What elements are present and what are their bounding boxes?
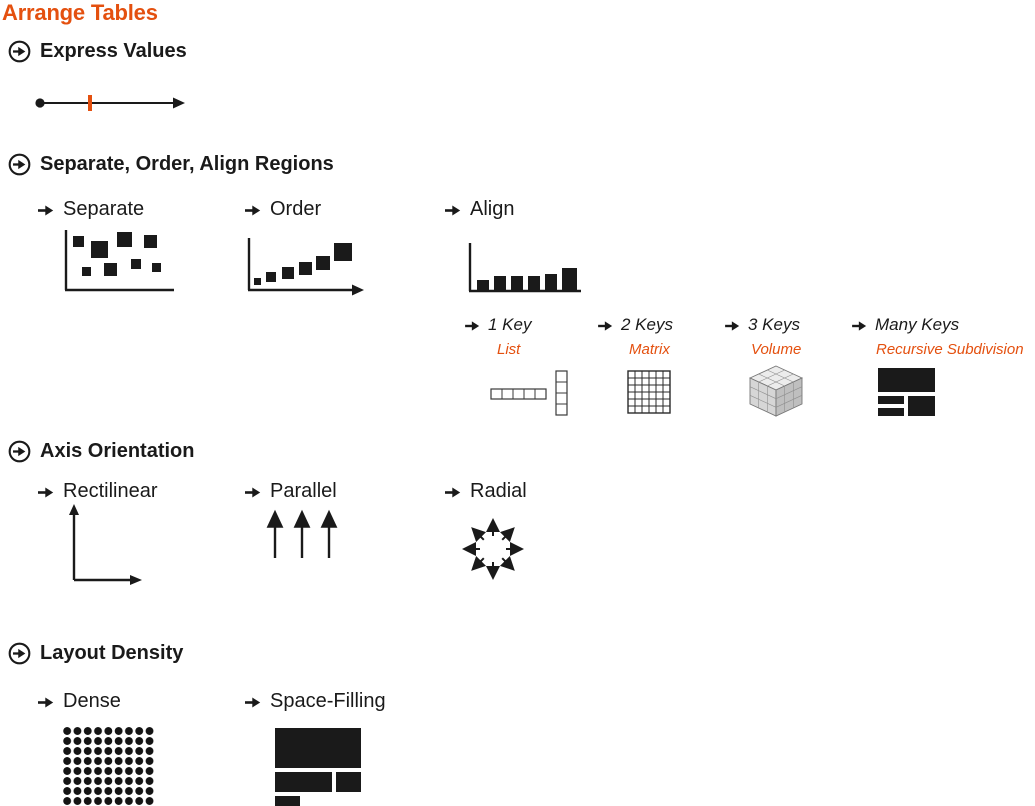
space-filling-treemap-icon — [275, 728, 361, 806]
section-label: Separate, Order, Align Regions — [40, 153, 334, 175]
item-radial: Radial — [445, 480, 527, 503]
section-label: Layout Density — [40, 642, 184, 664]
arrow-right-icon — [598, 320, 613, 332]
section-label: Express Values — [40, 40, 187, 62]
item-label: Rectilinear — [63, 480, 158, 502]
arrow-right-icon — [38, 696, 54, 709]
item-dense: Dense — [38, 690, 121, 713]
circle-arrow-icon — [8, 153, 31, 176]
list-cells-icon — [490, 370, 568, 416]
section-express-values: Express Values — [8, 40, 187, 63]
order-ascending-icon — [247, 238, 364, 296]
parallel-axes-icon — [266, 509, 338, 558]
item-label: Separate — [63, 198, 145, 220]
key-2-keys: 2 Keys — [598, 315, 673, 335]
arrow-right-icon — [245, 696, 261, 709]
key-many-keys: Many Keys — [852, 315, 959, 335]
express-values-axis-icon — [35, 95, 185, 111]
align-bars-icon — [468, 243, 581, 293]
section-axis-orientation: Axis Orientation — [8, 440, 194, 463]
item-label: Radial — [470, 480, 527, 502]
arrow-right-icon — [725, 320, 740, 332]
item-label: Order — [270, 198, 322, 220]
arrow-right-icon — [38, 486, 54, 499]
section-label: Axis Orientation — [40, 440, 195, 462]
key-label: Many Keys — [875, 315, 960, 334]
arrow-right-icon — [852, 320, 867, 332]
arrow-right-icon — [445, 204, 461, 217]
circle-arrow-icon — [8, 440, 31, 463]
section-layout-density: Layout Density — [8, 642, 183, 665]
item-separate: Separate — [38, 198, 144, 221]
item-space-filling: Space-Filling — [245, 690, 386, 713]
key-sub-volume: Volume — [751, 341, 802, 358]
matrix-grid-icon — [627, 370, 671, 414]
page-title: Arrange Tables — [2, 0, 158, 25]
item-label: Dense — [63, 690, 121, 712]
dense-dot-matrix-icon — [62, 726, 155, 806]
arrow-right-icon — [245, 486, 261, 499]
key-label: 2 Keys — [621, 315, 673, 334]
arrow-right-icon — [465, 320, 480, 332]
rectilinear-axes-icon — [69, 504, 142, 585]
section-regions: Separate, Order, Align Regions — [8, 153, 334, 176]
key-label: 3 Keys — [748, 315, 800, 334]
item-parallel: Parallel — [245, 480, 337, 503]
arrow-right-icon — [38, 204, 54, 217]
circle-arrow-icon — [8, 40, 31, 63]
item-label: Parallel — [270, 480, 337, 502]
key-label: 1 Key — [488, 315, 532, 334]
radial-axes-icon — [462, 518, 524, 580]
volume-cube-icon — [749, 365, 803, 417]
item-rectilinear: Rectilinear — [38, 480, 157, 503]
separate-scatter-icon — [64, 230, 174, 292]
key-sub-list: List — [497, 341, 521, 358]
key-3-keys: 3 Keys — [725, 315, 800, 335]
arrow-right-icon — [445, 486, 461, 499]
circle-arrow-icon — [8, 642, 31, 665]
item-label: Align — [470, 198, 515, 220]
item-label: Space-Filling — [270, 690, 386, 712]
item-order: Order — [245, 198, 321, 221]
item-align: Align — [445, 198, 514, 221]
key-sub-matrix: Matrix — [629, 341, 670, 358]
arrow-right-icon — [245, 204, 261, 217]
key-1-key: 1 Key — [465, 315, 531, 335]
recursive-subdivision-treemap-icon — [878, 368, 935, 416]
key-sub-recursive-subdivision: Recursive Subdivision — [876, 341, 1024, 358]
